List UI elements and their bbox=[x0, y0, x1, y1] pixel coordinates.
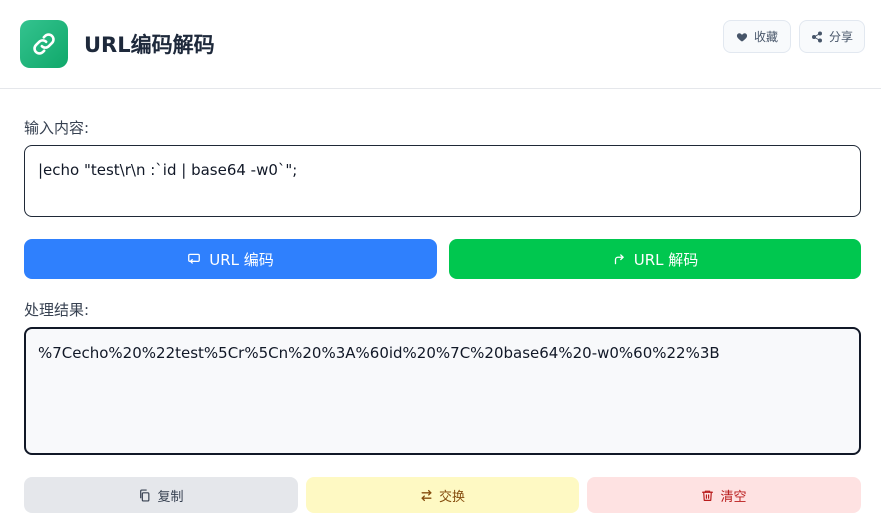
url-encode-label: URL 编码 bbox=[209, 250, 274, 269]
clear-button[interactable]: 清空 bbox=[587, 477, 861, 513]
app-logo bbox=[20, 20, 68, 68]
copy-label: 复制 bbox=[157, 489, 184, 505]
copy-button[interactable]: 复制 bbox=[24, 477, 298, 513]
heart-icon bbox=[736, 31, 748, 43]
share-label: 分享 bbox=[828, 30, 853, 44]
favorite-button[interactable]: 收藏 bbox=[723, 20, 791, 53]
url-decode-button[interactable]: URL 解码 bbox=[449, 239, 861, 279]
app-header: URL编码解码 收藏 分享 bbox=[0, 0, 881, 89]
favorite-label: 收藏 bbox=[753, 30, 778, 44]
input-textarea[interactable]: |echo "test\r\n :`id | base64 -w0`"; bbox=[24, 145, 861, 217]
input-label: 输入内容: bbox=[24, 119, 90, 137]
trash-icon bbox=[701, 489, 714, 502]
swap-button[interactable]: 交换 bbox=[306, 477, 579, 513]
swap-label: 交换 bbox=[438, 489, 465, 505]
output-label: 处理结果: bbox=[24, 301, 90, 319]
clear-label: 清空 bbox=[720, 489, 747, 505]
share-button[interactable]: 分享 bbox=[799, 20, 865, 53]
decode-icon bbox=[612, 252, 626, 266]
swap-icon bbox=[420, 489, 433, 502]
output-textarea[interactable]: %7Cecho%20%22test%5Cr%5Cn%20%3A%60id%20%… bbox=[24, 327, 861, 455]
copy-icon bbox=[138, 488, 151, 502]
url-decode-label: URL 解码 bbox=[633, 250, 699, 269]
share-icon bbox=[811, 31, 823, 43]
link-icon bbox=[31, 31, 57, 57]
url-encode-button[interactable]: URL 编码 bbox=[24, 239, 437, 279]
page-title: URL编码解码 bbox=[84, 33, 215, 57]
encode-icon bbox=[187, 252, 201, 266]
